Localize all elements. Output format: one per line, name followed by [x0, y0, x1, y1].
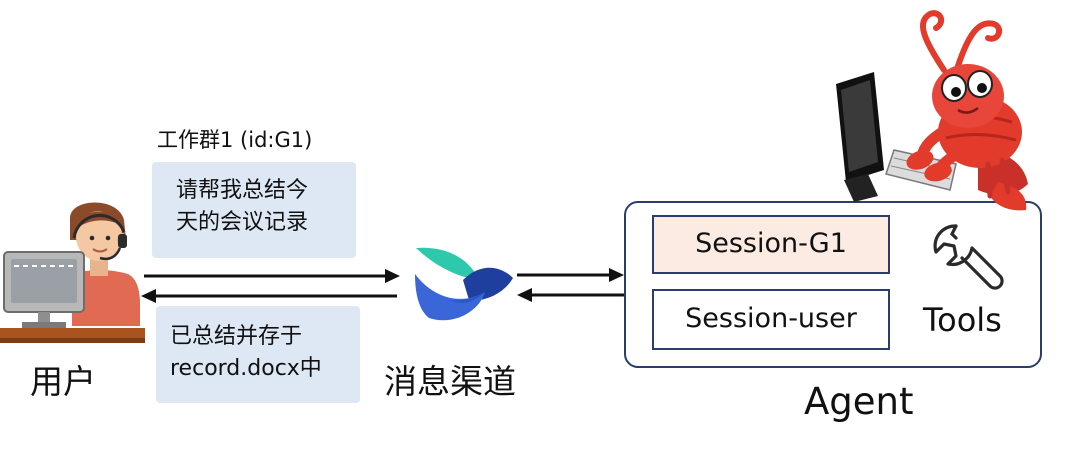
reply-line-1: 已总结并存于 — [170, 324, 303, 349]
person-at-computer-icon — [0, 202, 145, 343]
agent-to-channel-arrow — [517, 288, 624, 302]
request-line-1: 请帮我总结今 — [176, 178, 309, 203]
request-line-2: 天的会议记录 — [176, 210, 309, 235]
user-to-channel-arrow — [144, 269, 400, 283]
channel-to-user-arrow — [141, 289, 397, 303]
session-g1-box: Session-G1 — [652, 215, 890, 274]
user-label: 用户 — [30, 362, 96, 401]
tools-label: Tools — [923, 301, 1002, 339]
session-user-box: Session-user — [652, 289, 890, 350]
channel-label: 消息渠道 — [384, 362, 516, 401]
channel-to-agent-arrow — [517, 268, 624, 282]
reply-line-2: record.docx中 — [170, 356, 322, 381]
agent-label: Agent — [804, 380, 914, 423]
lobster-at-computer-icon — [836, 10, 1028, 211]
group-label: 工作群1 (id:G1) — [157, 128, 313, 152]
channel-logo-icon — [415, 247, 513, 321]
wrench-icon — [933, 224, 1004, 290]
reply-message-bubble: 已总结并存于 record.docx中 — [156, 306, 360, 403]
request-message-bubble: 请帮我总结今 天的会议记录 — [152, 162, 356, 258]
